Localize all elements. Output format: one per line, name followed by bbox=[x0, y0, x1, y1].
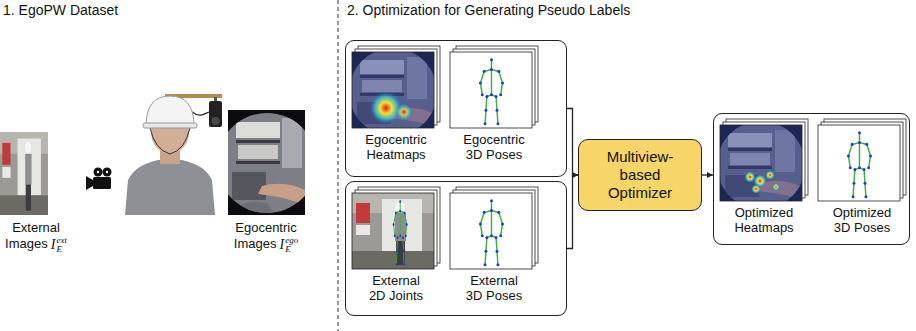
image-caption: Egocentric ImagesIegoE bbox=[230, 220, 302, 254]
math-variable: I bbox=[51, 237, 56, 253]
image-column: Optimized 3D Poses bbox=[818, 119, 906, 239]
math-subscript: E bbox=[56, 245, 67, 254]
box-label: External 2D Joints bbox=[364, 273, 428, 303]
image-slot bbox=[720, 119, 808, 205]
optimized-heatmap-stack bbox=[720, 119, 808, 201]
math-variable: I bbox=[279, 237, 284, 253]
box-label: External 3D Poses bbox=[462, 273, 526, 303]
person-with-helmet-camera bbox=[125, 94, 222, 215]
box-label: Egocentric 3D Poses bbox=[462, 132, 526, 162]
section-title: 1. EgoPW Dataset bbox=[3, 2, 118, 19]
external-joints-stack bbox=[352, 187, 440, 269]
optimizer-box: Multiview-based Optimizer bbox=[578, 139, 702, 211]
math-symbol: IegoE bbox=[279, 236, 298, 254]
flow-arrow bbox=[702, 174, 713, 175]
image-slot bbox=[450, 187, 538, 273]
flow-arrow bbox=[567, 109, 578, 176]
math-scripts: egoE bbox=[285, 236, 298, 254]
math-symbol: IextE bbox=[51, 236, 67, 254]
egocentric-heatmap-stack bbox=[352, 46, 440, 128]
egocentric-pose-stack bbox=[450, 46, 538, 128]
external-pose-stack bbox=[450, 187, 538, 269]
input-group-box: Egocentric Heatmaps Egocentric 3D Poses bbox=[345, 40, 567, 177]
output-group-box: Optimized Heatmaps Optimized 3D Poses bbox=[713, 113, 910, 245]
image-column: Egocentric 3D Poses bbox=[450, 46, 538, 171]
image-slot bbox=[352, 46, 440, 132]
input-group-box: External 2D Joints External 3D Poses bbox=[345, 181, 567, 316]
image-column: External 3D Poses bbox=[450, 187, 538, 310]
image-caption: External ImagesIextE bbox=[0, 220, 72, 254]
section-title: 2. Optimization for Generating Pseudo La… bbox=[347, 2, 630, 19]
math-scripts: extE bbox=[56, 236, 67, 254]
image-slot bbox=[352, 187, 440, 273]
math-superscript: ext bbox=[56, 236, 67, 245]
image-column: Egocentric Heatmaps bbox=[352, 46, 440, 171]
external-image bbox=[0, 132, 48, 215]
image-column: External 2D Joints bbox=[352, 187, 440, 310]
math-superscript: ego bbox=[285, 236, 298, 245]
egocentric-image bbox=[228, 110, 305, 215]
box-label: Optimized Heatmaps bbox=[732, 205, 796, 235]
section-divider bbox=[338, 0, 339, 331]
image-slot bbox=[818, 119, 906, 205]
camera-icon bbox=[86, 168, 112, 191]
box-label: Multiview-based Optimizer bbox=[598, 148, 682, 202]
box-label: Optimized 3D Poses bbox=[830, 205, 894, 235]
flow-arrow bbox=[567, 175, 578, 249]
image-column: Optimized Heatmaps bbox=[720, 119, 808, 239]
image-slot bbox=[450, 46, 538, 132]
box-label: Egocentric Heatmaps bbox=[364, 132, 428, 162]
optimized-pose-stack bbox=[818, 119, 906, 201]
math-subscript: E bbox=[285, 245, 298, 254]
